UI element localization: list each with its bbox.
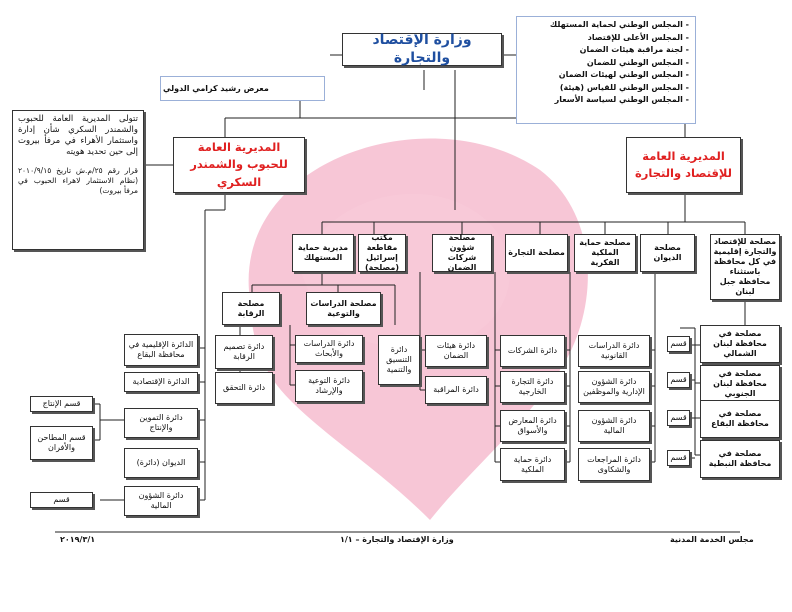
coordination-dept: دائرة التنسيق والتنمية: [378, 335, 420, 385]
council-item: - المجلس الوطني لهيئات الضمان: [558, 70, 689, 79]
nabatieh-service: مصلحة في محافظة النبطية: [700, 440, 780, 478]
insurance-control-dept: دائرة المراقبة: [425, 376, 487, 404]
reviews-dept: دائرة المراجعات والشكاوى: [578, 448, 650, 481]
section-bekaa: قسم: [667, 410, 690, 426]
section-nabatieh: قسم: [667, 450, 690, 466]
footer-council: مجلس الخدمة المدنية: [670, 535, 754, 544]
g-diwan-dept: الديوان (دائرة): [124, 448, 198, 478]
ext-trade-dept: دائرة التجارة الخارجية: [500, 371, 565, 403]
admin-affairs-dept: دائرة الشؤون الإدارية والموظفين: [578, 371, 650, 403]
north-service: مصلحة في محافظة لبنان الشمالي: [700, 325, 780, 363]
councils-panel: [516, 16, 696, 124]
section-grains-finance: قسم: [30, 492, 93, 508]
boycott-office: مكتب مقاطعة إسرائيل (مصلحة): [358, 233, 406, 272]
g-finance-dept: دائرة الشؤون المالية: [124, 486, 198, 516]
g-regional-dept: الدائرة الإقليمية في محافظة البقاع: [124, 334, 198, 366]
note-text: تتولى المديرية العامة للحبوب والشمندر ال…: [18, 114, 138, 158]
control-service: مصلحة الرقابة: [222, 292, 280, 325]
council-item: - المجلس الوطني لحماية المستهلك: [549, 20, 689, 29]
design-control-dept: دائرة تصميم الرقابة: [215, 335, 273, 369]
exhibitions-dept: دائرة المعارض والأسواق: [500, 410, 565, 442]
ip-service: مصلحة حماية الملكية الفكرية: [574, 234, 636, 272]
council-item: - المجلس الأعلى للإقتصاد: [587, 32, 689, 42]
insurance-service: مصلحة شؤون شركات الضمان: [432, 233, 492, 272]
regional-service: مصلحة للإقتصاد والتجارة إقليمية في كل مح…: [710, 234, 780, 300]
south-service: مصلحة في محافظة لبنان الجنوبي: [700, 365, 780, 403]
studies-service: مصلحة الدراسات والتوعية: [306, 292, 381, 325]
council-item: - المجلس الوطني للضمان: [586, 57, 689, 67]
fair-box: معرض رشيد كرامي الدولي: [160, 76, 325, 101]
grains-directorate: المديرية العامة للحبوب والشمندر السكري: [173, 137, 305, 193]
insurance-bodies-dept: دائرة هيئات الضمان: [425, 335, 487, 367]
council-item: - المجلس الوطني لسياسة الأسعار: [554, 95, 689, 104]
economy-directorate: المديرية العامة للإقتصاد والتجارة: [626, 137, 741, 193]
consumer-directorate: مديرية حماية المستهلك: [292, 234, 354, 272]
ministry-title: وزارة الإقتصاد والتجارة: [342, 32, 502, 66]
bekaa-service: مصلحة في محافظة البقاع: [700, 400, 780, 438]
grains-note: تتولى المديرية العامة للحبوب والشمندر ال…: [12, 110, 144, 250]
awareness-dept: دائرة التوعية والإرشاد: [295, 370, 363, 402]
council-item: - المجلس الوطني للقياس (هيئة): [559, 82, 689, 92]
legal-studies-dept: دائرة الدراسات القانونية: [578, 335, 650, 367]
production-section: قسم الإنتاج: [30, 396, 93, 412]
footer-page: وزارة الإقتصاد والتجارة – ١/١: [340, 535, 454, 544]
verification-dept: دائرة التحقق: [215, 372, 273, 404]
mills-section: قسم المطاحن والأفران: [30, 426, 93, 460]
note-decision: قرار رقم ٢٥/م.ش تاريخ ٢٠١٠/٩/١٥ (نظام ال…: [18, 166, 138, 195]
studies-research-dept: دائرة الدراسات والأبحاث: [295, 335, 363, 363]
g-economic-dept: الدائرة الإقتصادية: [124, 372, 198, 392]
companies-dept: دائرة الشركات: [500, 335, 565, 367]
g-supply-dept: دائرة التموين والإنتاج: [124, 408, 198, 438]
ip-protection-dept: دائرة حماية الملكية: [500, 448, 565, 481]
council-item: - لجنة مراقبة هيئات الضمان: [579, 45, 689, 54]
finance-affairs-dept: دائرة الشؤون المالية: [578, 410, 650, 442]
councils-list: - المجلس الوطني لحماية المستهلك - المجلس…: [524, 20, 689, 108]
footer-date: ٢٠١٩/٣/١: [60, 535, 96, 544]
trade-service: مصلحة التجارة: [505, 234, 568, 272]
section-north: قسم: [667, 336, 690, 352]
section-south: قسم: [667, 372, 690, 388]
diwan-service: مصلحة الديوان: [640, 234, 695, 272]
